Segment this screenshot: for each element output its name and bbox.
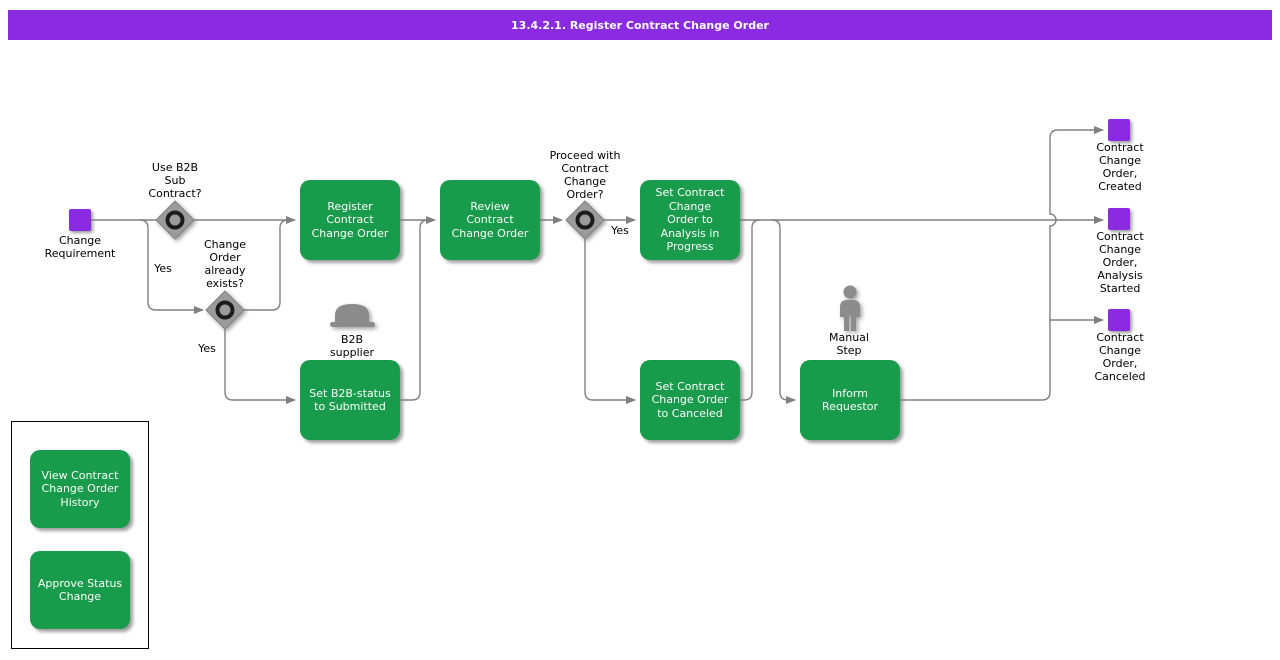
task-approve-label: Approve Status Change (37, 576, 123, 604)
edge-gw2-yes-to-setb2b (224, 328, 296, 404)
edge-label-yes-proceed: Yes (611, 224, 629, 237)
task-inform-requestor[interactable]: Inform Requestor (800, 360, 900, 440)
gateway-change-order-exists (203, 288, 247, 332)
gateway-proceed (563, 198, 607, 242)
task-set-analysis-label: Set Contract Change Order to Analysis in… (655, 186, 725, 254)
event-created[interactable] (1108, 119, 1130, 141)
gateway-order-exists-label: Change Order already exists? (203, 238, 247, 290)
task-review-contract-change-order[interactable]: Review Contract Change Order (440, 180, 540, 260)
task-register-contract-change-order[interactable]: Register Contract Change Order (300, 180, 400, 260)
edge-gw1-yes-to-gw2 (139, 219, 204, 314)
edge-branch-to-inform (771, 219, 796, 404)
event-analysis-started-label: Contract Change Order, Analysis Started (1096, 230, 1144, 295)
event-change-requirement-label: Change Requirement (44, 234, 116, 260)
task-set-canceled[interactable]: Set Contract Change Order to Canceled (640, 360, 740, 440)
edge-setb2b-out-merge (400, 219, 429, 401)
task-set-canceled-label: Set Contract Change Order to Canceled (651, 379, 729, 420)
b2b-supplier-label: B2B supplier (329, 333, 375, 359)
edge-inform-to-created (900, 126, 1104, 401)
task-set-b2b-label: Set B2B-status to Submitted (309, 386, 391, 414)
diagram-title-bar: 13.4.2.1. Register Contract Change Order (8, 10, 1272, 40)
edge-setcanceled-out-merge (740, 219, 761, 401)
task-approve-status-change[interactable]: Approve Status Change (30, 551, 130, 629)
manual-step-icon (836, 285, 864, 337)
task-set-b2b-status-submitted[interactable]: Set B2B-status to Submitted (300, 360, 400, 440)
event-change-requirement[interactable] (69, 209, 91, 231)
task-review-label: Review Contract Change Order (451, 199, 529, 240)
edge-label-yes-exists: Yes (198, 342, 216, 355)
standalone-tasks-frame (11, 421, 149, 649)
gateway-use-b2b-sub-contract (153, 198, 197, 242)
task-register-label: Register Contract Change Order (311, 199, 389, 240)
task-view-history-label: View Contract Change Order History (41, 468, 119, 509)
task-view-contract-change-order-history[interactable]: View Contract Change Order History (30, 450, 130, 528)
gateway-proceed-label: Proceed with Contract Change Order? (549, 149, 621, 201)
task-set-analysis-in-progress[interactable]: Set Contract Change Order to Analysis in… (640, 180, 740, 260)
edge-label-yes-b2b: Yes (154, 262, 172, 275)
event-created-label: Contract Change Order, Created (1096, 141, 1144, 193)
event-analysis-started[interactable] (1108, 208, 1130, 230)
event-canceled-label: Contract Change Order, Canceled (1094, 331, 1146, 383)
edge-gw2-no-merge (243, 219, 289, 311)
manual-step-label: Manual Step (829, 331, 869, 357)
gateway-use-b2b-label: Use B2B Sub Contract? (148, 161, 202, 200)
edge-gw3-to-setcanceled (584, 238, 636, 404)
event-canceled[interactable] (1108, 309, 1130, 331)
task-inform-label: Inform Requestor (822, 386, 878, 414)
b2b-supplier-icon (329, 301, 377, 333)
diagram-title: 13.4.2.1. Register Contract Change Order (511, 18, 769, 32)
